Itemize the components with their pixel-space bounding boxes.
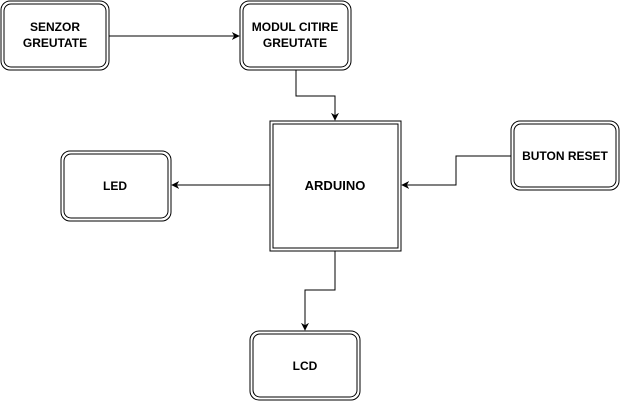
- edges: [109, 32, 511, 331]
- edge-buton-to-arduino: [401, 155, 511, 189]
- node-senzor-label-line2: GREUTATE: [23, 36, 87, 50]
- node-arduino: ARDUINO: [269, 120, 402, 252]
- node-modul-citire-greutate: MODUL CITIRE GREUTATE: [239, 0, 352, 71]
- node-buton-reset: BUTON RESET: [510, 120, 620, 191]
- node-senzor-label-line1: SENZOR: [30, 20, 80, 34]
- edge-arduino-to-lcd: [301, 251, 336, 331]
- node-modul-label-line1: MODUL CITIRE: [252, 20, 338, 34]
- node-lcd: LCD: [249, 330, 361, 401]
- node-led: LED: [60, 150, 172, 222]
- edge-modul-to-arduino: [295, 70, 339, 121]
- node-buton-label: BUTON RESET: [522, 149, 608, 163]
- node-led-label: LED: [103, 179, 127, 193]
- node-modul-label-line2: GREUTATE: [263, 36, 327, 50]
- node-senzor-greutate: SENZOR GREUTATE: [0, 0, 110, 71]
- node-arduino-label: ARDUINO: [305, 178, 366, 193]
- node-lcd-label: LCD: [293, 359, 318, 373]
